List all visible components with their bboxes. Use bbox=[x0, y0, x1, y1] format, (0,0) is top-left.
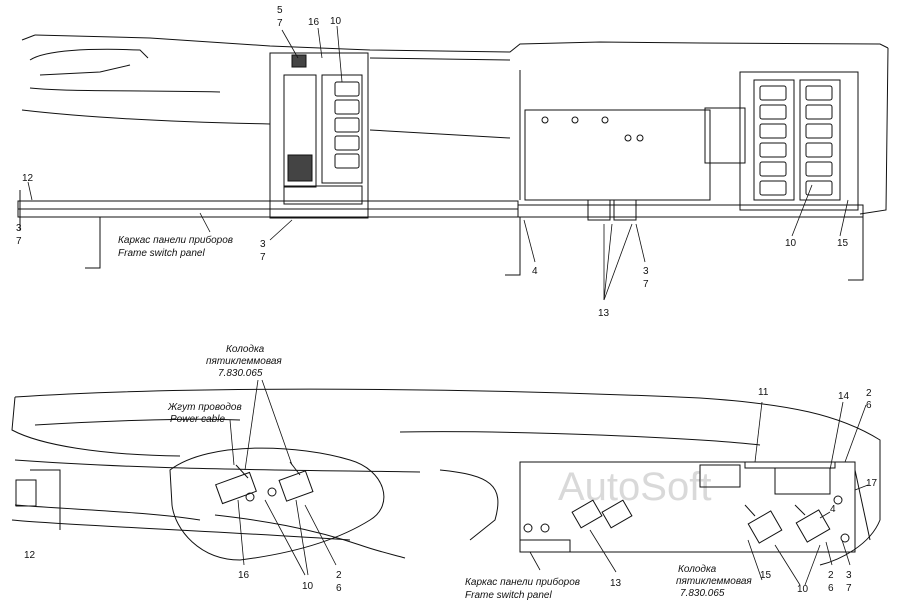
harness-label-en: Power cable bbox=[170, 414, 225, 425]
label-13-top: 13 bbox=[598, 308, 610, 319]
label-6-bottom-c: 6 bbox=[828, 583, 834, 594]
part-12 bbox=[15, 479, 37, 507]
top-view: 5 7 16 10 12 3 7 3 7 4 3 7 13 10 15 Карк… bbox=[16, 5, 889, 319]
connector2-label-ru-2: пятиклеммовая bbox=[676, 576, 752, 587]
leader-lines-bottom bbox=[229, 379, 869, 586]
connector-left bbox=[215, 461, 314, 505]
label-3-bottom: 3 bbox=[846, 570, 852, 581]
caption-ru-bottom: Каркас панели приборов bbox=[465, 576, 580, 588]
connector-blocks-13 bbox=[587, 199, 637, 221]
connector2-label-ru-1: Колодка bbox=[678, 564, 717, 575]
label-7-top-a: 7 bbox=[277, 18, 283, 29]
connector-label-ru-1: Колодка bbox=[226, 344, 265, 355]
switch-block-right bbox=[739, 71, 859, 211]
label-10-top-b: 10 bbox=[785, 238, 797, 249]
connector-right bbox=[744, 504, 831, 544]
caption-en-bottom: Frame switch panel bbox=[465, 590, 552, 601]
label-10-top-a: 10 bbox=[330, 16, 342, 27]
connector-label-ru-2: пятиклеммовая bbox=[206, 356, 282, 367]
connector-code-1: 7.830.065 bbox=[218, 368, 263, 379]
label-3-top-a: 3 bbox=[16, 223, 22, 234]
power-cable-area bbox=[169, 447, 499, 561]
label-5-top: 5 bbox=[277, 5, 283, 16]
label-12-bottom: 12 bbox=[24, 550, 36, 561]
label-6-bottom-b: 6 bbox=[336, 583, 342, 594]
label-6-bottom-a: 6 bbox=[866, 400, 872, 411]
label-4-top: 4 bbox=[532, 266, 538, 277]
label-12-top: 12 bbox=[22, 173, 34, 184]
frame-rail-top bbox=[17, 190, 864, 281]
label-16-bottom: 16 bbox=[238, 570, 250, 581]
bottom-view: Колодка пятиклеммовая 7.830.065 Жгут про… bbox=[11, 344, 881, 601]
label-17-bottom: 17 bbox=[866, 478, 878, 489]
label-3-top-b: 3 bbox=[260, 239, 266, 250]
label-15-bottom: 15 bbox=[760, 570, 772, 581]
watermark: AutoSoft bbox=[558, 465, 711, 509]
labels-bottom: Колодка пятиклеммовая 7.830.065 Жгут про… bbox=[24, 344, 878, 601]
label-10-bottom-b: 10 bbox=[797, 584, 809, 595]
label-7-top-c: 7 bbox=[260, 252, 266, 263]
label-14-bottom: 14 bbox=[838, 391, 850, 402]
dashboard-outline-bottom bbox=[11, 388, 881, 566]
label-2-bottom-b: 2 bbox=[336, 570, 342, 581]
label-16-top: 16 bbox=[308, 17, 320, 28]
label-15-top: 15 bbox=[837, 238, 849, 249]
label-11-bottom: 11 bbox=[758, 387, 769, 398]
frame-panel-bottom bbox=[519, 461, 871, 553]
label-10-bottom-a: 10 bbox=[302, 581, 314, 592]
label-2-bottom-a: 2 bbox=[866, 388, 872, 399]
mounting-plate-top bbox=[524, 107, 746, 201]
harness-label-ru: Жгут проводов bbox=[167, 402, 242, 413]
labels-top: 5 7 16 10 12 3 7 3 7 4 3 7 13 10 15 Карк… bbox=[16, 5, 849, 319]
label-13-bottom: 13 bbox=[610, 578, 622, 589]
label-7-top-b: 7 bbox=[16, 236, 22, 247]
connector-blocks-13-bottom bbox=[571, 499, 633, 529]
label-7-bottom: 7 bbox=[846, 583, 852, 594]
connector2-code: 7.830.065 bbox=[680, 588, 725, 599]
leader-lines-top bbox=[27, 25, 849, 301]
switches-left bbox=[334, 81, 360, 169]
switches-right bbox=[759, 85, 833, 196]
label-7-top-d: 7 bbox=[643, 279, 649, 290]
label-2-bottom-c: 2 bbox=[828, 570, 834, 581]
caption-ru-top: Каркас панели приборов bbox=[118, 234, 233, 246]
caption-en-top: Frame switch panel bbox=[118, 248, 205, 259]
switch-block-left bbox=[269, 52, 369, 219]
dashboard-outline-top bbox=[21, 34, 889, 215]
label-4-bottom: 4 bbox=[830, 504, 836, 515]
label-3-top-c: 3 bbox=[643, 266, 649, 277]
